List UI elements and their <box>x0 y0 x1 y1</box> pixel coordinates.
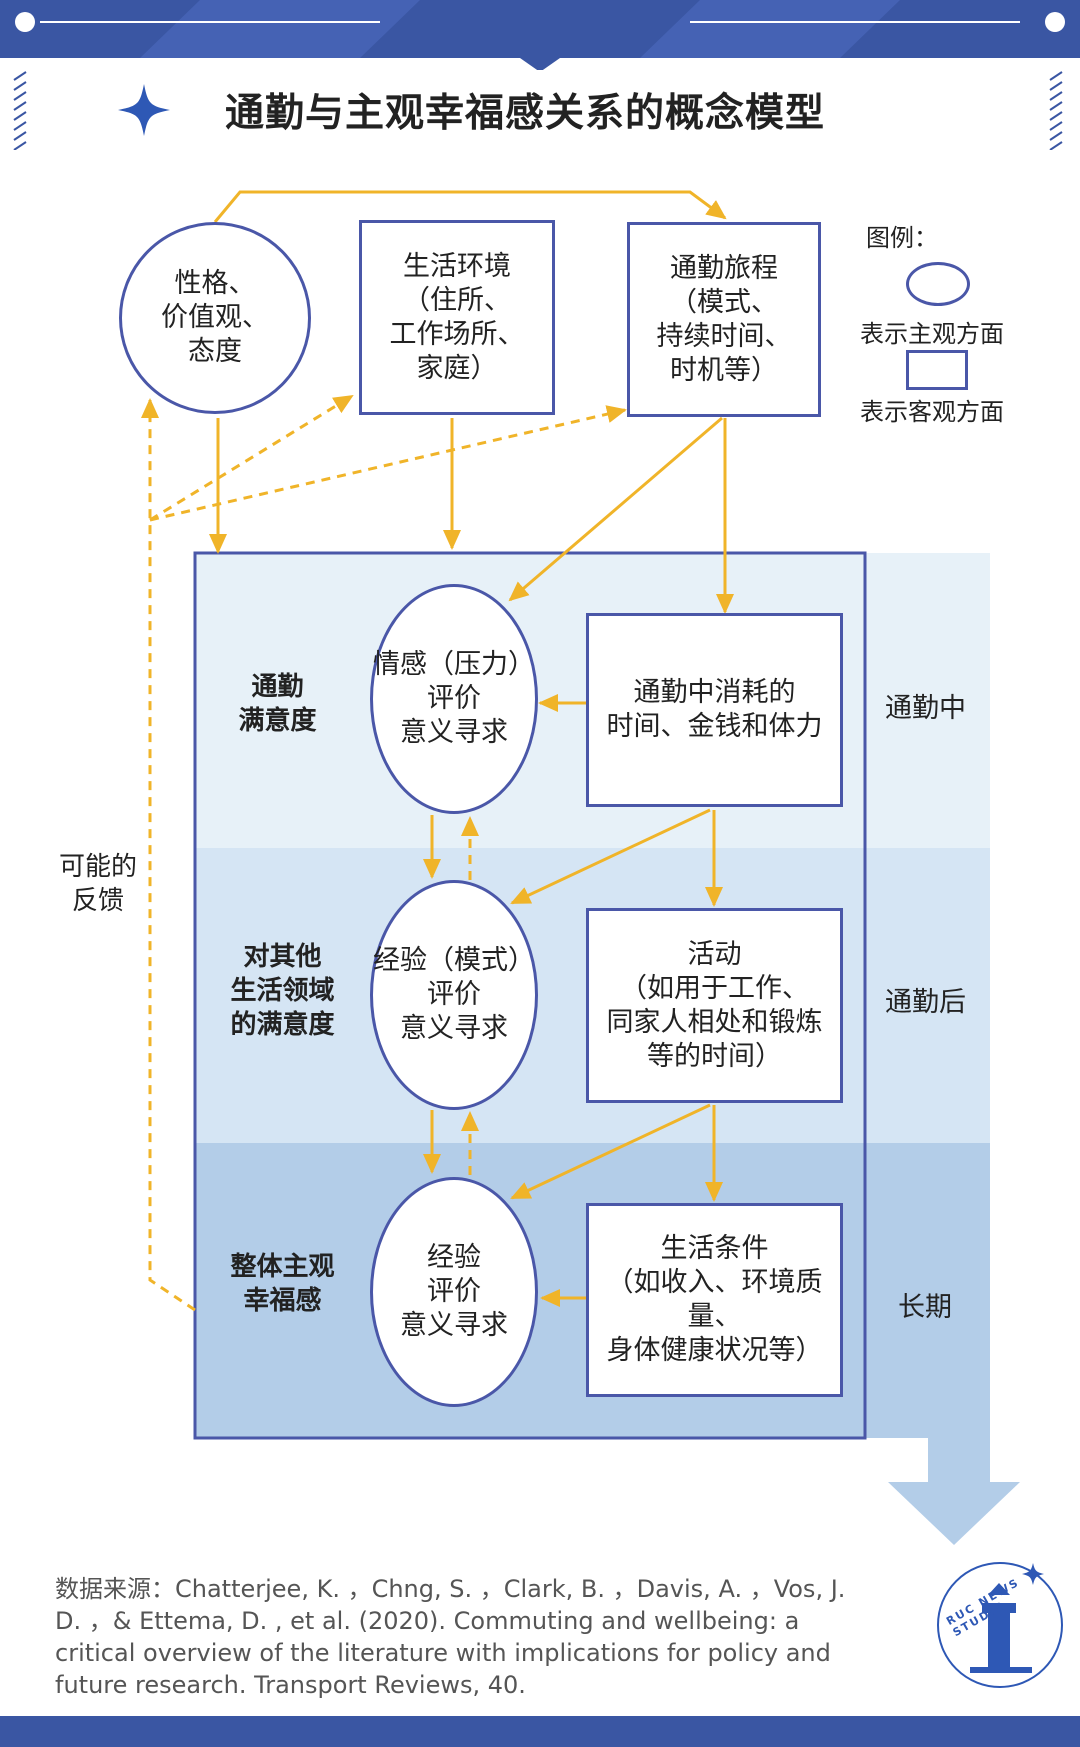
activities-node: 活动 （如用于工作、 同家人相处和锻炼 等的时间） <box>586 908 843 1103</box>
phase-during: 通勤中 <box>885 693 966 724</box>
legend-subjective: 表示主观方面 <box>860 320 1004 348</box>
left-stripe-decoration <box>13 71 27 150</box>
right-stripe-decoration <box>1049 71 1063 150</box>
page-title: 通勤与主观幸福感关系的概念模型 <box>225 91 826 136</box>
star-icon <box>118 84 170 136</box>
conditions-node: 生活条件 （如收入、环境质量、 身体健康状况等） <box>586 1203 843 1397</box>
legend-ellipse-icon <box>906 262 970 306</box>
source-citation: 数据来源：Chatterjee, K. ，Chng, S. ，Clark, B.… <box>55 1575 846 1699</box>
ruc-news-studio-logo: RUC NEWS STUDIO <box>930 1555 1070 1695</box>
bottom-banner <box>0 1716 1080 1747</box>
phase-after: 通勤后 <box>885 987 966 1018</box>
journey-node: 通勤旅程 （模式、 持续时间、 时机等） <box>627 222 821 417</box>
legend-objective: 表示客观方面 <box>860 398 1004 426</box>
top-banner-decoration <box>15 0 1065 70</box>
row-label-overall: 整体主观 幸福感 <box>230 1252 335 1316</box>
personality-node: 性格、 价值观、 态度 <box>119 222 311 414</box>
feedback-label: 可能的 反馈 <box>48 850 148 918</box>
main-frame <box>193 551 867 1440</box>
row-label-commute-satisfaction: 通勤 满意度 <box>238 672 317 736</box>
environment-node: 生活环境 （住所、 工作场所、 家庭） <box>359 220 555 415</box>
lighthouse-icon <box>937 1562 1063 1688</box>
phase-long-term: 长期 <box>898 1292 952 1323</box>
top-banner <box>0 0 1080 70</box>
experience-node: 经验 评价 意义寻求 <box>370 1177 538 1407</box>
legend-rect-icon <box>906 350 968 390</box>
row-label-other-domains: 对其他 生活领域 的满意度 <box>230 942 335 1040</box>
time-cost-node: 通勤中消耗的 时间、金钱和体力 <box>586 613 843 807</box>
experience-mode-node: 经验（模式） 评价 意义寻求 <box>370 880 538 1110</box>
emotion-node: 情感（压力） 评价 意义寻求 <box>370 584 538 814</box>
legend-title: 图例： <box>866 224 938 252</box>
